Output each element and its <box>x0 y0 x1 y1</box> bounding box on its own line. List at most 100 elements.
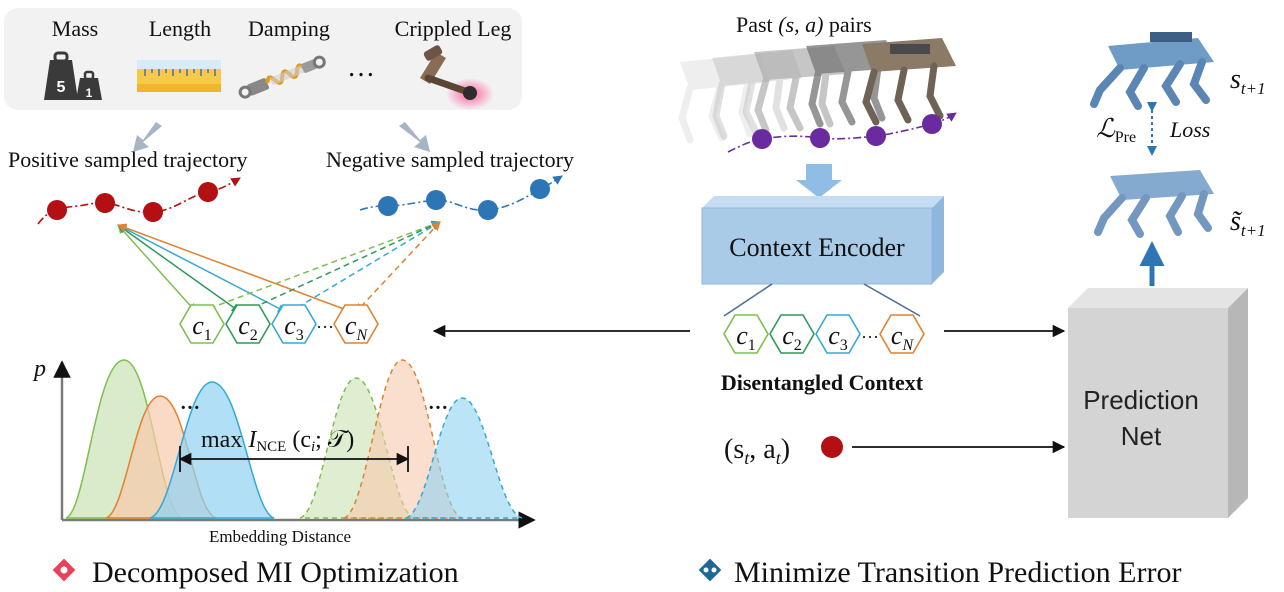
context-label-c3: c <box>828 321 840 350</box>
loss-symbol: ℒPre <box>1096 114 1136 146</box>
prediction-net-label-2: Net <box>1121 421 1162 451</box>
past-point <box>866 126 886 146</box>
damping-label: Damping <box>248 16 330 41</box>
weight-big-digit: 5 <box>57 79 66 96</box>
context-sub-c3: 3 <box>840 337 848 354</box>
positive-trajectory-label: Positive sampled trajectory <box>8 147 248 172</box>
properties-panel: Mass Length Damping Crippled Leg … 5 1 <box>4 8 522 110</box>
context-hex-c2 <box>225 304 271 344</box>
right-footer-text: Minimize Transition Prediction Error <box>734 556 1181 589</box>
predicted-state-label: s̃t+1 <box>1230 206 1266 240</box>
damper-icon <box>238 55 326 99</box>
negative-point <box>478 200 498 220</box>
crippled-leg-label: Crippled Leg <box>395 16 512 41</box>
next-state-robot <box>1090 32 1214 110</box>
context-label-c2: c <box>782 321 794 350</box>
properties-ellipsis: … <box>347 52 375 83</box>
past-robot-sequence <box>678 38 956 144</box>
negative-trajectory-label: Negative sampled trajectory <box>326 147 574 172</box>
positive-point <box>47 200 67 220</box>
context-encoder-block[interactable]: Context Encoder <box>701 196 944 285</box>
context-sub-c1: 1 <box>748 337 756 354</box>
predicted-robot <box>1094 170 1214 238</box>
context-sub-c3: 3 <box>296 327 304 344</box>
negative-point <box>530 179 550 199</box>
weight-icon: 5 1 <box>44 51 102 100</box>
svg-text:c2: c2 <box>782 321 802 354</box>
positive-trajectory <box>37 177 241 225</box>
negative-trajectory <box>359 175 563 220</box>
distance-axis-label: Embedding Distance <box>209 527 351 546</box>
curve-positive-blue <box>149 381 275 519</box>
negative-point <box>426 190 446 210</box>
context-hex-cN <box>879 314 925 354</box>
crippled-leg-icon <box>420 45 494 110</box>
context-dots: ··· <box>861 327 879 347</box>
past-trajectory <box>727 112 957 153</box>
context-hex-c3 <box>815 314 861 354</box>
context-encoder-label: Context Encoder <box>729 233 905 262</box>
weight-small-digit: 1 <box>86 86 93 100</box>
svg-text:c2: c2 <box>238 311 258 344</box>
positive-point <box>95 193 115 213</box>
context-label-cN: c <box>891 321 903 350</box>
positive-point <box>143 202 163 222</box>
prediction-net-block[interactable]: Prediction Net <box>1068 288 1248 518</box>
properties-panel-bg <box>4 8 522 110</box>
svg-text:c3: c3 <box>284 311 304 344</box>
loss-word: Loss <box>1169 117 1210 142</box>
prediction-net-label-1: Prediction <box>1083 385 1199 415</box>
past-pairs-label: Past (s, a) pairs <box>736 12 872 37</box>
negative-point <box>378 196 398 216</box>
mass-label: Mass <box>52 16 98 41</box>
p-axis-label: p <box>32 356 46 382</box>
context-hex-c2 <box>769 314 815 354</box>
right-footer: Minimize Transition Prediction Error <box>698 556 1181 589</box>
context-hex-c3 <box>271 304 317 344</box>
past-point <box>810 128 830 148</box>
context-hex-c1 <box>723 314 769 354</box>
diamond-blue-icon <box>698 558 722 582</box>
arrow-into-encoder-icon <box>796 164 842 198</box>
left-footer-text: Decomposed MI Optimization <box>92 556 459 589</box>
context-sub-c1: 1 <box>204 327 212 344</box>
context-sub-cN: N <box>901 337 914 354</box>
context-label-c3: c <box>284 311 296 340</box>
ruler-icon <box>137 60 221 92</box>
context-label-c1: c <box>192 311 204 340</box>
context-hex-c1 <box>179 304 225 344</box>
svg-text:cN: cN <box>891 321 915 354</box>
disentangled-context-label: Disentangled Context <box>721 370 924 395</box>
curve-negative-blue <box>405 397 523 519</box>
svg-text:cN: cN <box>345 311 369 344</box>
context-sub-c2: 2 <box>794 337 802 354</box>
arrow-to-positive-icon <box>133 122 162 152</box>
length-label: Length <box>149 16 211 41</box>
embedding-distribution-plot: p Embedding Distance … … max INCE (ci; 𝒯… <box>32 356 536 546</box>
past-point <box>922 114 942 134</box>
context-label-cN: c <box>345 311 357 340</box>
state-action-point <box>821 436 843 458</box>
context-label-c1: c <box>736 321 748 350</box>
context-sub-cN: N <box>355 327 368 344</box>
ellipsis-right: … <box>428 392 448 414</box>
context-dots: ··· <box>316 317 334 337</box>
negative-pair-arrows <box>199 220 441 314</box>
context-sub-c2: 2 <box>250 327 258 344</box>
ellipsis-left: … <box>180 392 200 414</box>
left-context-set: c1 c2 c3 ··· cN <box>179 304 379 344</box>
mi-objective: max INCE (ci; 𝒯) <box>201 427 354 455</box>
svg-text:c3: c3 <box>828 321 848 354</box>
context-label-c2: c <box>238 311 250 340</box>
next-state-label: st+1 <box>1230 64 1266 98</box>
left-footer: Decomposed MI Optimization <box>52 556 459 589</box>
svg-text:c1: c1 <box>736 321 756 354</box>
disentangled-context-set: c1 c2 c3 ··· cN Disentangled Context <box>721 314 925 395</box>
state-action-label: (st, at) <box>724 434 790 468</box>
arrow-to-negative-icon <box>399 122 430 152</box>
positive-point <box>198 182 218 202</box>
past-point <box>752 129 772 149</box>
svg-text:c1: c1 <box>192 311 212 344</box>
context-hex-cN <box>333 304 379 344</box>
